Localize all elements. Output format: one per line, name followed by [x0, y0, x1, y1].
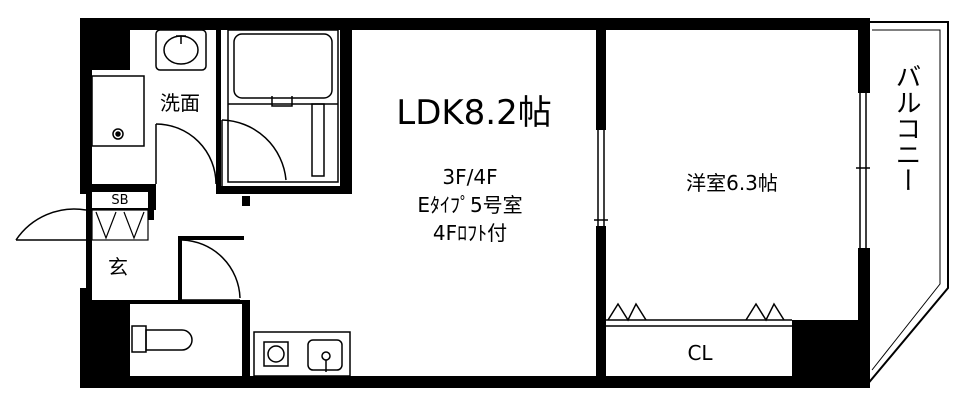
door-swings — [15, 119, 287, 301]
loft-label: 4Fﾛﾌﾄ付 — [433, 221, 507, 245]
ldk-label: LDK8.2帖 — [396, 93, 552, 133]
washbasin-icon — [155, 29, 207, 71]
exterior-walls — [80, 18, 870, 388]
kitchen-counter — [253, 331, 351, 377]
balcony-outline — [865, 21, 949, 387]
interior-walls — [86, 18, 606, 386]
washing-machine-icon — [91, 75, 145, 147]
western-room-label: 洋室6.3帖 — [686, 171, 778, 195]
closet-label: CL — [687, 341, 713, 365]
closet-outline — [606, 302, 792, 327]
entrance-label: 玄 — [108, 255, 128, 279]
shoe-box-doors — [91, 209, 149, 241]
balcony-inner-line — [871, 29, 941, 371]
toilet-icon — [131, 325, 193, 353]
balcony-label: バルコニー — [891, 63, 921, 193]
washroom-label: 洗面 — [160, 91, 200, 115]
shoe-box-label: SB — [111, 193, 128, 208]
unit-type-label: Eﾀｲﾌﾟ5号室 — [417, 193, 522, 217]
sliding-door-ldk-western — [594, 130, 608, 226]
balcony-window — [856, 93, 870, 248]
floor-label: 3F/4F — [442, 165, 497, 189]
bathroom-unit — [227, 29, 339, 183]
